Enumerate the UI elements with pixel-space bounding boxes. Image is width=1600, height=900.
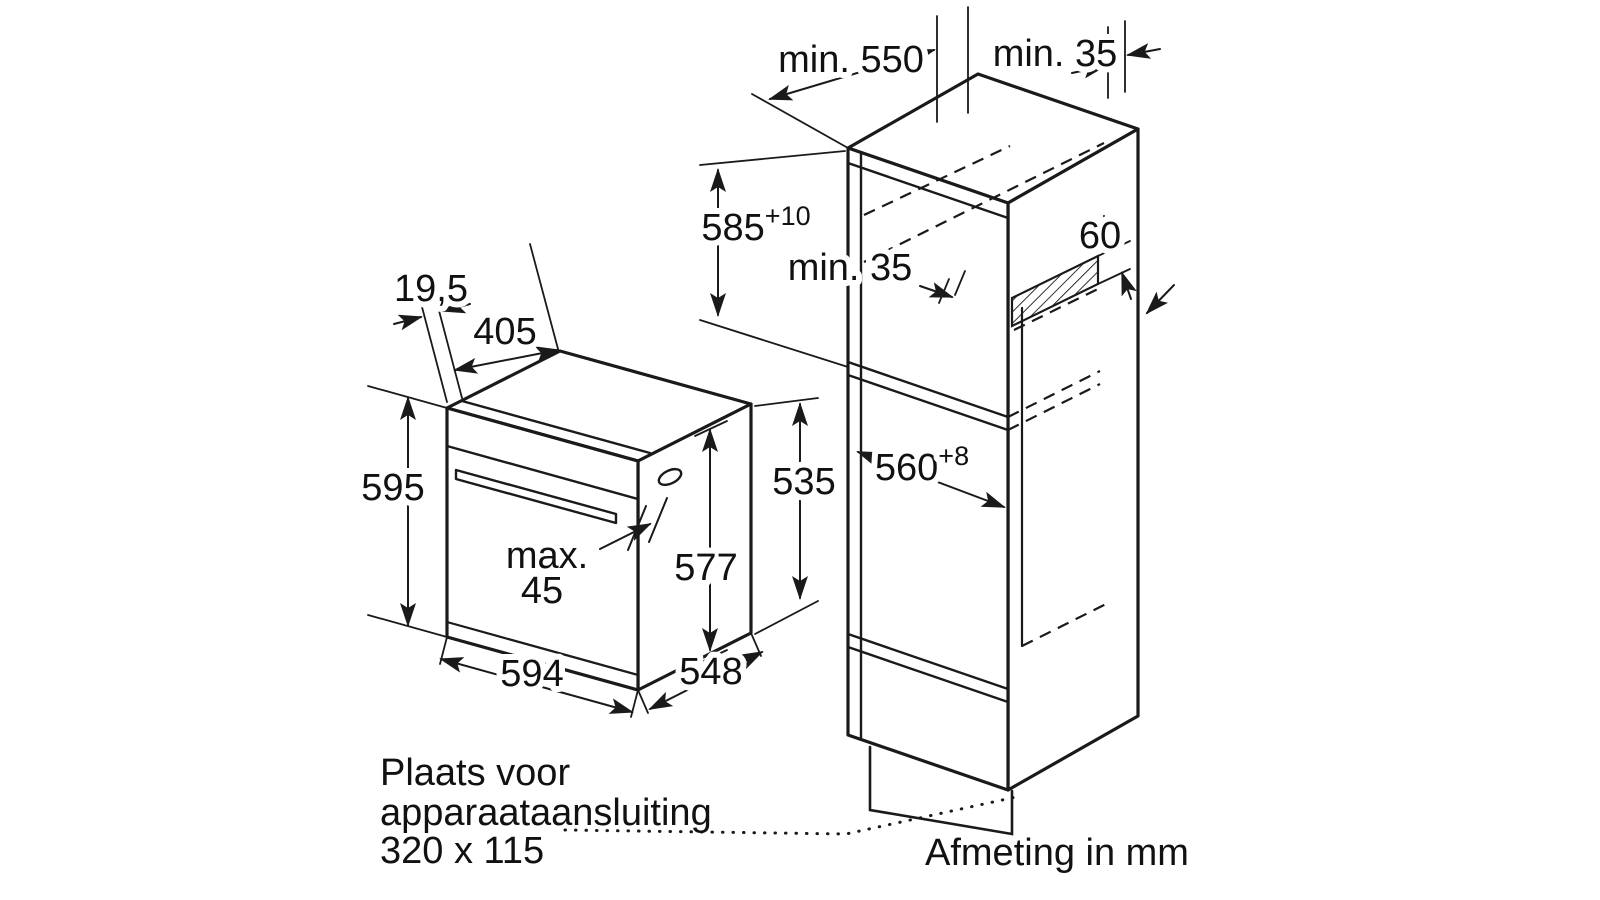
dim-label-535: 535 xyxy=(772,461,835,503)
dim-535: 535 xyxy=(754,397,842,635)
dim-min-35-top: min. 35 xyxy=(987,20,1161,99)
dim-label-595: 595 xyxy=(361,467,424,509)
dim-label-585: 585+10 xyxy=(701,201,810,249)
oven-body-top-edge xyxy=(460,399,652,455)
dim-19-5: 19,5 xyxy=(388,262,474,403)
dim-60: 60 xyxy=(1073,209,1137,300)
oven-door-handle xyxy=(454,468,618,525)
hidden-edge-shelf-upper-2 xyxy=(1007,383,1101,431)
dim-min-550: min. 550 xyxy=(751,6,969,149)
dim-594: 594 xyxy=(439,636,639,718)
hidden-edge-top-1 xyxy=(863,145,1011,216)
connection-note-line3: 320 x 115 xyxy=(380,830,544,872)
hidden-edge-vent xyxy=(1013,286,1103,331)
connection-note-line1: Plaats voor xyxy=(380,752,570,794)
cabinet-shelf-lower-front xyxy=(846,632,1010,691)
dim-label-548: 548 xyxy=(679,651,742,693)
dim-label-405: 405 xyxy=(473,311,536,353)
units-note: Afmeting in mm xyxy=(925,832,1189,874)
dim-min-35-mid: min. 35 xyxy=(782,241,966,304)
dim-label-594: 594 xyxy=(500,653,563,695)
dim-label-19-5: 19,5 xyxy=(394,268,468,310)
cabinet-plinth xyxy=(868,745,1014,836)
dim-label-45: 45 xyxy=(521,570,563,612)
dim-label-min-550: min. 550 xyxy=(778,39,924,81)
dim-577: 577 xyxy=(668,420,744,666)
connection-note-line2: apparaataansluiting xyxy=(380,792,712,834)
dim-560: 560+8 xyxy=(856,435,1006,508)
oven-side-vent xyxy=(657,467,683,487)
dim-label-60: 60 xyxy=(1079,215,1121,257)
oven-panel-line xyxy=(445,444,640,501)
dim-595: 595 xyxy=(355,385,448,638)
hidden-edge-shelf-upper-1 xyxy=(1007,370,1101,418)
cabinet-shelf-upper-front xyxy=(846,360,1010,419)
cabinet-shelf-upper-thickness xyxy=(846,373,1010,432)
hidden-edge-shelf-lower xyxy=(1021,602,1109,647)
oven-drawing: 595 19,5 405 535 577 xyxy=(355,243,842,718)
dim-548: 548 xyxy=(637,632,764,714)
cabinet-drawing: min. 550 min. 35 585+10 min. 35 xyxy=(695,6,1175,836)
dim-label-577: 577 xyxy=(674,547,737,589)
connection-leader-line xyxy=(563,795,1018,836)
hidden-edge-top-2 xyxy=(863,142,1105,263)
connection-note: Plaats voor apparaataansluiting 320 x 11… xyxy=(380,752,712,872)
dim-label-min-35-mid: min. 35 xyxy=(788,247,913,289)
dim-max-45: max. 45 xyxy=(500,497,668,618)
cabinet-shelf-lower-thickness xyxy=(846,645,1010,704)
dim-label-max: max. xyxy=(506,535,588,577)
dim-585: 585+10 xyxy=(695,150,849,368)
wall-gap-arrow xyxy=(1145,284,1175,315)
cabinet-inner-top-edge xyxy=(846,161,1010,220)
dim-405: 405 xyxy=(453,243,560,374)
dim-label-560: 560+8 xyxy=(875,441,969,489)
dim-label-min-35-top: min. 35 xyxy=(993,33,1118,75)
